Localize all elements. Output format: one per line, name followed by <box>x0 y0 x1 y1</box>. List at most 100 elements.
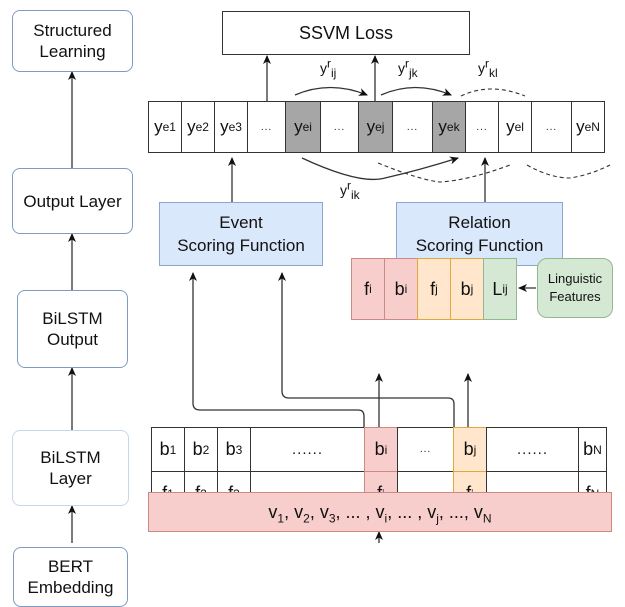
event-scoring-line2: Scoring Function <box>177 236 305 255</box>
arc-rjk <box>380 86 452 96</box>
cell-base: y <box>506 117 515 136</box>
cell-base: b <box>374 439 385 459</box>
ssvm-loss-box: SSVM Loss <box>222 11 470 55</box>
ssvm-loss-label: SSVM Loss <box>298 22 394 43</box>
stage-bilstm-layer: BiLSTM Layer <box>12 430 129 506</box>
cell-base: ... <box>260 121 273 133</box>
stage-label-line2: Embedding <box>27 578 114 597</box>
relation-label-ik: yrik <box>340 178 360 202</box>
output-cell: ... <box>320 101 359 153</box>
cell-sub: j <box>436 511 439 526</box>
cell-base: , <box>309 501 320 522</box>
stage-label-line2: Layer <box>49 469 92 488</box>
cell-sub: i <box>384 511 388 526</box>
cell-base: b <box>159 439 170 459</box>
embedding-token: , ... , <box>387 502 427 522</box>
cell-base: y <box>187 117 196 136</box>
cell-base: ... <box>419 444 432 455</box>
cell-base: , ... , <box>387 501 428 522</box>
cell-base: f <box>364 278 370 299</box>
stage-label-line1: BiLSTM <box>42 309 103 328</box>
embedding-token: vN <box>474 502 492 526</box>
stage-label-line2: Output <box>46 330 99 349</box>
stage-label-line2: Learning <box>39 42 106 61</box>
relation-label-jk: yrjk <box>398 56 418 80</box>
cell-base: ... <box>545 121 558 133</box>
output-cell: ... <box>392 101 433 153</box>
linguistic-line1: Linguistic <box>547 271 603 286</box>
stage-bert-embedding: BERT Embedding <box>13 547 128 607</box>
cell-base: y <box>220 117 229 136</box>
output-cell: ... <box>247 101 286 153</box>
cell-base: L <box>492 278 503 299</box>
cell-base: v <box>319 501 329 522</box>
linguistic-line2: Features <box>549 289 601 304</box>
cell-base: b <box>225 439 236 459</box>
cell-base: b <box>192 439 203 459</box>
cell-base: b <box>583 439 594 459</box>
relation-label-ij: yrij <box>320 56 337 80</box>
stage-label-line1: BERT <box>47 557 94 576</box>
relation-scoring-line1: Relation <box>448 213 511 232</box>
cell-base: , ..., <box>438 501 474 522</box>
arc-rkl-dashed <box>460 88 526 97</box>
cell-sub: N <box>482 511 492 526</box>
cell-base: ...... <box>291 441 323 458</box>
relation-scoring-line2: Scoring Function <box>415 236 544 255</box>
arc-rik <box>301 156 459 181</box>
embedding-token: vj <box>427 501 439 526</box>
cell-base: ...... <box>516 441 548 458</box>
embedding-token: v3 <box>319 501 336 525</box>
embedding-token: , <box>284 502 294 522</box>
backward-cell: ... <box>397 427 454 472</box>
route-bi-to-event <box>189 272 365 427</box>
cell-base: v <box>427 501 437 522</box>
stage-label-line1: BiLSTM <box>40 448 101 467</box>
cell-base: y <box>576 117 585 136</box>
embedding-token: , ... , <box>336 502 376 522</box>
stage-output-layer: Output Layer <box>12 168 133 234</box>
arc-dashed-lower-2 <box>526 164 611 179</box>
cell-base: v <box>268 501 278 522</box>
embedding-sequence-bar: v1, v2, v3, ... , vi, ... , vj, ..., vN <box>148 492 612 532</box>
stage-label-line1: Output Layer <box>23 191 122 211</box>
relation-label-kl: yrkl <box>478 56 498 80</box>
embedding-token: vi <box>375 501 388 526</box>
event-scoring-line1: Event <box>219 213 263 232</box>
arc-dashed-lower-1 <box>377 162 511 183</box>
cell-base: v <box>375 501 385 522</box>
embedding-token: v2 <box>294 502 310 526</box>
embedding-token: , ..., <box>439 502 474 522</box>
cell-base: , <box>284 501 295 522</box>
cell-base: f <box>430 278 436 299</box>
cell-base: y <box>366 117 376 136</box>
cell-base: ... <box>476 121 488 133</box>
backward-cell: ...... <box>250 427 365 472</box>
cell-base: b <box>460 278 471 299</box>
cell-sub: 2 <box>303 511 310 526</box>
route-bj-to-event <box>278 272 455 427</box>
embedding-sequence-text: v1, v2, v3, ... , vi, ... , vj, ..., vN <box>268 501 492 526</box>
embedding-token: , <box>310 502 320 522</box>
output-cell: ... <box>465 101 499 153</box>
cell-base: y <box>154 117 163 136</box>
embedding-token: v1 <box>268 501 284 525</box>
